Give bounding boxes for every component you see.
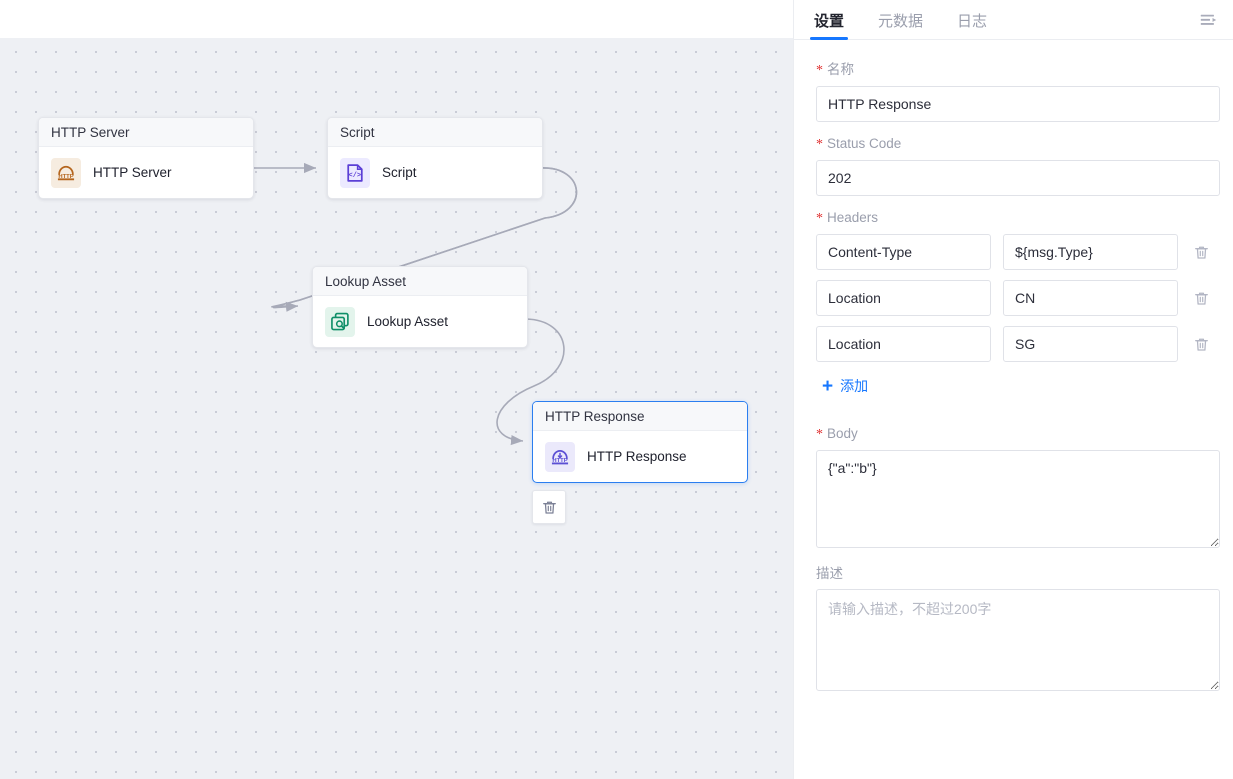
delete-header-button[interactable] — [1190, 286, 1213, 310]
body-textarea[interactable]: {"a":"b"} — [816, 450, 1220, 548]
header-value-input[interactable] — [1003, 326, 1178, 362]
delete-header-button[interactable] — [1190, 332, 1213, 356]
tab-settings[interactable]: 设置 — [809, 14, 849, 40]
headers-label: Headers — [816, 210, 1213, 227]
svg-text:HTTP: HTTP — [58, 173, 73, 179]
node-lookup-asset[interactable]: Lookup Asset Lookup Asset — [312, 266, 528, 348]
node-label: Lookup Asset — [367, 314, 449, 329]
name-label: 名称 — [816, 58, 1213, 79]
field-status-code: Status Code — [816, 136, 1220, 196]
script-icon: </> — [340, 157, 370, 188]
node-title: Script — [328, 118, 542, 147]
node-script[interactable]: Script </> Script — [327, 117, 543, 199]
node-title: Lookup Asset — [313, 267, 527, 296]
panel-tabs: 设置 元数据 日志 — [794, 0, 1233, 40]
add-header-label: 添加 — [840, 378, 869, 394]
flow-canvas-area: HTTP Server HTTP HTTP Server Script — [0, 0, 793, 779]
panel-collapse-icon[interactable] — [1195, 8, 1221, 34]
name-input[interactable] — [816, 86, 1220, 122]
settings-form: 名称 Status Code Headers — [794, 40, 1233, 779]
header-key-input[interactable] — [816, 326, 991, 362]
node-body: HTTP HTTP Server — [39, 147, 253, 198]
tab-logs[interactable]: 日志 — [957, 13, 988, 30]
field-description: 描述 — [816, 562, 1220, 691]
header-key-input[interactable] — [816, 280, 991, 316]
node-http-response[interactable]: HTTP Response HTTP HTTP Response — [532, 401, 748, 483]
node-body: </> Script — [328, 147, 542, 198]
delete-header-button[interactable] — [1190, 240, 1213, 264]
http-response-icon: HTTP — [545, 441, 575, 472]
tab-metadata[interactable]: 元数据 — [878, 13, 924, 30]
field-headers: Headers — [816, 210, 1213, 412]
header-row — [816, 234, 1213, 270]
description-textarea[interactable] — [816, 589, 1220, 691]
node-http-server[interactable]: HTTP Server HTTP HTTP Server — [38, 117, 254, 199]
header-value-input[interactable] — [1003, 280, 1178, 316]
node-title: HTTP Server — [39, 118, 253, 147]
header-value-input[interactable] — [1003, 234, 1178, 270]
properties-panel: 设置 元数据 日志 名称 Status Code — [793, 0, 1233, 779]
trash-icon — [1195, 292, 1208, 305]
trash-icon — [1195, 246, 1208, 259]
header-row — [816, 280, 1213, 316]
node-label: HTTP Server — [93, 165, 172, 180]
node-title: HTTP Response — [533, 402, 747, 431]
plus-icon: + — [822, 375, 834, 397]
body-label: Body — [816, 426, 1213, 443]
trash-icon — [542, 501, 556, 514]
node-body: Lookup Asset — [313, 296, 527, 347]
http-server-icon: HTTP — [51, 157, 81, 188]
svg-text:HTTP: HTTP — [552, 457, 567, 463]
status-code-label: Status Code — [816, 136, 1213, 153]
node-label: Script — [382, 165, 417, 180]
description-label: 描述 — [816, 566, 843, 581]
lookup-asset-icon — [325, 306, 355, 337]
delete-node-button[interactable] — [532, 490, 566, 524]
flow-canvas[interactable]: HTTP Server HTTP HTTP Server Script — [0, 38, 793, 779]
header-key-input[interactable] — [816, 234, 991, 270]
field-body: Body {"a":"b"} — [816, 426, 1220, 548]
node-label: HTTP Response — [587, 449, 687, 464]
canvas-top-strip — [0, 0, 793, 38]
status-code-input[interactable] — [816, 160, 1220, 196]
header-row — [816, 326, 1213, 362]
trash-icon — [1195, 338, 1208, 351]
add-header-button[interactable]: + 添加 — [822, 376, 868, 396]
node-body: HTTP HTTP Response — [533, 431, 747, 482]
svg-text:</>: </> — [349, 171, 362, 179]
field-name: 名称 — [816, 58, 1220, 122]
